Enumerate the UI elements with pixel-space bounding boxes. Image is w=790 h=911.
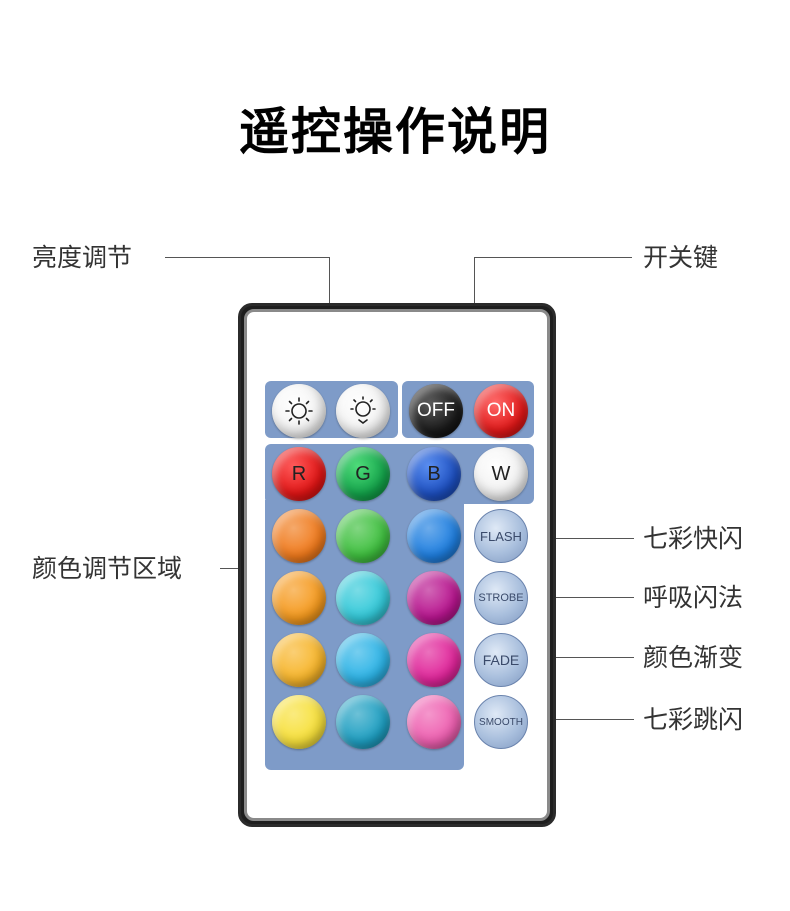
red-label: R bbox=[291, 462, 307, 485]
page-title: 遥控操作说明 bbox=[239, 103, 551, 161]
fade-button[interactable]: FADE bbox=[474, 633, 528, 687]
flash-button[interactable]: FLASH bbox=[474, 509, 528, 563]
connector-flash bbox=[548, 538, 634, 539]
color-button-r4c3[interactable] bbox=[407, 695, 461, 749]
white-label: W bbox=[491, 462, 511, 485]
label-fade: 颜色渐变 bbox=[643, 643, 744, 672]
on-label: ON bbox=[486, 400, 516, 421]
brightness-up-button[interactable] bbox=[272, 384, 326, 438]
color-button-r1c1[interactable] bbox=[272, 509, 326, 563]
smooth-button[interactable]: SMOOTH bbox=[474, 695, 528, 749]
green-label: G bbox=[355, 462, 371, 485]
color-button-r3c3[interactable] bbox=[407, 633, 461, 687]
sun-dim-icon bbox=[350, 396, 376, 424]
label-brightness: 亮度调节 bbox=[32, 243, 133, 272]
blue-label: B bbox=[427, 462, 441, 485]
connector-power-h bbox=[474, 257, 632, 258]
color-button-r3c2[interactable] bbox=[336, 633, 390, 687]
connector-fade bbox=[548, 657, 634, 658]
strobe-label: STROBE bbox=[478, 592, 524, 604]
color-button-r1c2[interactable] bbox=[336, 509, 390, 563]
smooth-label: SMOOTH bbox=[479, 716, 523, 728]
brightness-down-button[interactable] bbox=[336, 384, 390, 438]
color-button-r4c2[interactable] bbox=[336, 695, 390, 749]
flash-label: FLASH bbox=[480, 528, 522, 544]
label-strobe: 呼吸闪法 bbox=[643, 583, 744, 612]
connector-smooth bbox=[548, 719, 634, 720]
on-button[interactable]: ON bbox=[474, 384, 528, 438]
sun-bright-icon bbox=[285, 397, 313, 425]
strobe-button[interactable]: STROBE bbox=[474, 571, 528, 625]
label-color-area: 颜色调节区域 bbox=[32, 554, 183, 583]
label-power: 开关键 bbox=[643, 243, 719, 272]
red-button[interactable]: R bbox=[272, 447, 326, 501]
connector-strobe bbox=[548, 597, 634, 598]
fade-label: FADE bbox=[482, 652, 520, 668]
label-flash: 七彩快闪 bbox=[643, 524, 744, 553]
off-button[interactable]: OFF bbox=[409, 384, 463, 438]
connector-brightness-h bbox=[165, 257, 330, 258]
color-button-r3c1[interactable] bbox=[272, 633, 326, 687]
green-button[interactable]: G bbox=[336, 447, 390, 501]
off-label: OFF bbox=[417, 400, 455, 421]
color-button-r2c3[interactable] bbox=[407, 571, 461, 625]
white-button[interactable]: W bbox=[474, 447, 528, 501]
label-smooth: 七彩跳闪 bbox=[643, 705, 744, 734]
blue-button[interactable]: B bbox=[407, 447, 461, 501]
color-button-r1c3[interactable] bbox=[407, 509, 461, 563]
color-button-r4c1[interactable] bbox=[272, 695, 326, 749]
color-button-r2c2[interactable] bbox=[336, 571, 390, 625]
color-button-r2c1[interactable] bbox=[272, 571, 326, 625]
